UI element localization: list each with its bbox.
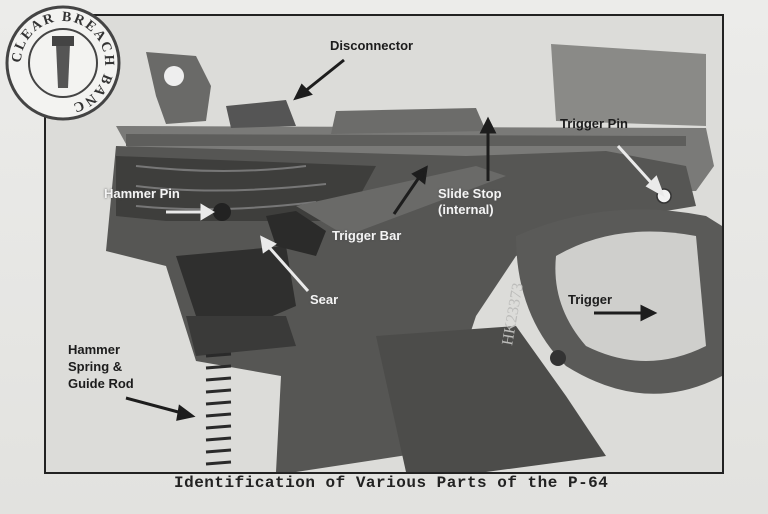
clear-breach-banc-stamp-logo: CLEAR BREACH BANC — [5, 5, 121, 121]
arrow-trigger-bar — [392, 175, 422, 215]
label-trigger: Trigger — [568, 292, 613, 307]
arrow-disconnector — [303, 58, 345, 94]
label-hammer-spring-line3: Guide Rod — [68, 376, 134, 391]
label-hammer-spring-line2: Spring & — [68, 359, 123, 374]
label-trigger-bar: Trigger Bar — [332, 228, 402, 243]
label-slide-stop-note: (internal) — [438, 202, 494, 217]
label-sear: Sear — [310, 292, 339, 307]
arrow-trigger-pin — [616, 144, 658, 190]
arrow-hammer-spring — [125, 396, 183, 415]
label-slide-stop: Slide Stop — [438, 186, 502, 201]
label-trigger-pin: Trigger Pin — [560, 116, 628, 131]
label-hammer-spring-line1: Hammer — [68, 342, 121, 357]
pistol-parts-photo: HK23373 — [46, 16, 722, 472]
arrow-sear — [266, 245, 310, 292]
photo-frame: HK23373 Dis — [44, 14, 724, 474]
label-disconnector: Disconnector — [330, 38, 414, 53]
label-hammer-pin: Hammer Pin — [104, 186, 180, 201]
figure-caption: Identification of Various Parts of the P… — [174, 474, 609, 492]
